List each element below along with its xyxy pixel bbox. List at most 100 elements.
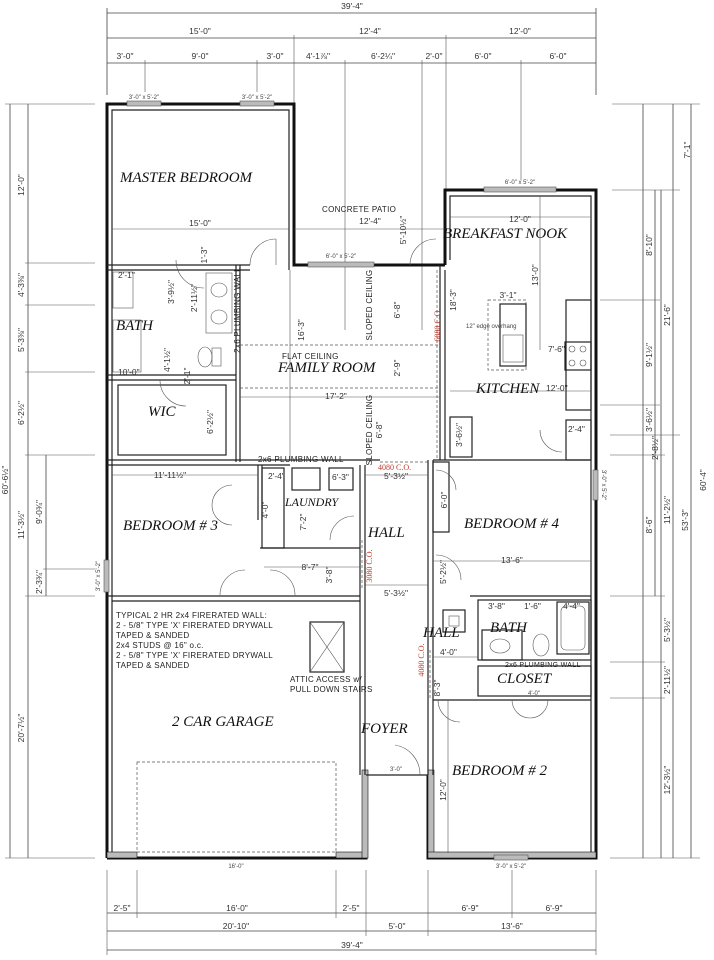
room-family-room: FAMILY ROOM (277, 360, 377, 376)
svg-text:3'-0" x 5'-2": 3'-0" x 5'-2" (129, 95, 159, 101)
svg-text:21'-6": 21'-6" (662, 304, 672, 326)
svg-text:2x4 STUDS @ 16" o.c.: 2x4 STUDS @ 16" o.c. (116, 641, 204, 650)
svg-text:17'-2": 17'-2" (325, 391, 347, 401)
svg-text:2 - 5/8" TYPE 'X' FIRERATED DR: 2 - 5/8" TYPE 'X' FIRERATED DRYWALL (116, 651, 273, 660)
svg-text:ATTIC ACCESS w/: ATTIC ACCESS w/ (290, 675, 362, 684)
svg-text:3'-8": 3'-8" (324, 567, 334, 584)
room-master-bath: BATH (116, 318, 154, 334)
room-bedroom-4: BEDROOM # 4 (464, 516, 559, 532)
svg-text:4080 C.O.: 4080 C.O. (417, 643, 426, 676)
top-dimensions: 39'-4" 15'-0" 12'-4" 12'-0" 3'-0" 9'-0" … (106, 1, 597, 330)
svg-text:6'-0": 6'-0" (550, 51, 567, 61)
svg-text:2x6 PLUMBING WALL: 2x6 PLUMBING WALL (258, 455, 344, 464)
svg-text:TAPED & SANDED: TAPED & SANDED (116, 661, 189, 670)
svg-text:3'-6½": 3'-6½" (454, 423, 464, 447)
svg-text:6'-0" x 5'-2": 6'-0" x 5'-2" (326, 254, 356, 260)
notes: CONCRETE PATIO FLAT CEILING SLOPED CEILI… (116, 205, 580, 694)
svg-text:2'-0": 2'-0" (426, 51, 443, 61)
svg-text:11'-3½": 11'-3½" (16, 511, 26, 539)
svg-text:12'-0": 12'-0" (16, 174, 26, 196)
svg-text:13'-6": 13'-6" (501, 921, 523, 931)
svg-text:53'-3": 53'-3" (680, 509, 690, 531)
svg-text:6'-2½": 6'-2½" (205, 410, 215, 434)
svg-text:3'-0": 3'-0" (390, 767, 402, 773)
svg-text:4'-4": 4'-4" (563, 601, 580, 611)
svg-text:12'-0": 12'-0" (438, 779, 448, 801)
svg-text:2'-1": 2'-1" (118, 270, 135, 280)
svg-text:18'-3": 18'-3" (448, 289, 458, 311)
svg-text:15'-0": 15'-0" (189, 26, 211, 36)
room-laundry: LAUNDRY (284, 495, 339, 509)
svg-text:4'-0": 4'-0" (440, 647, 457, 657)
svg-text:SLOPED CEILING: SLOPED CEILING (365, 395, 374, 466)
svg-text:2'-4": 2'-4" (268, 471, 285, 481)
left-dimensions: 60'-6½" 12'-0" 4'-3⅜" 5'-3⅜" 6'-2½" 11'-… (0, 103, 95, 859)
svg-text:16'-0": 16'-0" (226, 903, 248, 913)
fixtures (112, 271, 592, 853)
svg-text:6080 C.O.: 6080 C.O. (433, 308, 442, 341)
svg-text:3'-0": 3'-0" (117, 51, 134, 61)
svg-text:1'-6": 1'-6" (524, 601, 541, 611)
room-hall-2: HALL (422, 625, 460, 641)
room-bedroom-2: BEDROOM # 2 (452, 763, 547, 779)
svg-text:6'-9": 6'-9" (462, 903, 479, 913)
svg-text:11'-11½": 11'-11½" (154, 470, 186, 480)
svg-text:CONCRETE PATIO: CONCRETE PATIO (322, 205, 396, 214)
svg-text:6'-0": 6'-0" (439, 492, 449, 509)
svg-text:12'-0": 12'-0" (509, 214, 531, 224)
svg-text:5'-3½": 5'-3½" (384, 471, 408, 481)
svg-text:3'-9½": 3'-9½" (166, 280, 176, 304)
room-breakfast-nook: BREAKFAST NOOK (443, 226, 568, 242)
svg-text:3'-0" x 5'-2": 3'-0" x 5'-2" (496, 864, 526, 870)
svg-text:1'-3": 1'-3" (199, 247, 209, 264)
bottom-dimensions: 2'-5" 16'-0" 2'-5" 6'-9" 6'-9" 20'-10" 5… (106, 870, 597, 955)
svg-text:12'-3½": 12'-3½" (662, 766, 672, 795)
room-foyer: FOYER (360, 721, 408, 737)
svg-text:8'-7": 8'-7" (302, 562, 319, 572)
svg-text:7'-6": 7'-6" (548, 344, 565, 354)
svg-text:3'-0" x 5'-2": 3'-0" x 5'-2" (242, 95, 272, 101)
room-bath-2: BATH (490, 620, 528, 636)
svg-text:12'-4": 12'-4" (359, 26, 381, 36)
internal-dimension-lines (112, 196, 591, 853)
svg-text:5'-3½": 5'-3½" (384, 588, 408, 598)
svg-text:6'-3": 6'-3" (332, 472, 349, 482)
svg-text:6'-8": 6'-8" (374, 422, 384, 439)
room-garage: 2 CAR GARAGE (172, 714, 274, 730)
svg-text:13'-6": 13'-6" (501, 555, 523, 565)
room-labels: MASTER BEDROOM BREAKFAST NOOK BATH WIC F… (116, 170, 568, 779)
svg-text:TAPED & SANDED: TAPED & SANDED (116, 631, 189, 640)
svg-text:4'-1⅞": 4'-1⅞" (306, 51, 330, 61)
svg-text:3'-6½": 3'-6½" (644, 408, 654, 432)
svg-text:6'-8": 6'-8" (392, 302, 402, 319)
svg-text:2'-3¾": 2'-3¾" (34, 570, 44, 594)
svg-text:2'-9": 2'-9" (392, 360, 402, 377)
svg-text:20'-7½": 20'-7½" (16, 714, 26, 743)
svg-text:3'-0" x 5'-2": 3'-0" x 5'-2" (96, 561, 102, 591)
svg-text:6'-0": 6'-0" (475, 51, 492, 61)
svg-text:7'-1": 7'-1" (682, 142, 692, 159)
svg-text:TYPICAL 2 HR 2x4 FIRERATED WAL: TYPICAL 2 HR 2x4 FIRERATED WALL: (116, 611, 267, 620)
svg-text:3'-0" x 5'-2": 3'-0" x 5'-2" (600, 470, 606, 500)
svg-text:5'-0": 5'-0" (389, 921, 406, 931)
svg-text:16'-3": 16'-3" (296, 319, 306, 341)
svg-text:FLAT CEILING: FLAT CEILING (282, 352, 339, 361)
svg-text:2'-4": 2'-4" (568, 424, 585, 434)
svg-text:3080 C.O.: 3080 C.O. (365, 549, 374, 582)
svg-text:2'-5": 2'-5" (114, 903, 131, 913)
door-swings (159, 238, 563, 776)
room-hall: HALL (367, 525, 405, 541)
svg-text:9'-0": 9'-0" (192, 51, 209, 61)
room-dimension-text: 15'-0" 12'-4" 5'-10½" 12'-0" 13'-0" 12'-… (118, 214, 585, 870)
svg-text:2'-11½": 2'-11½" (662, 666, 672, 694)
svg-text:9'-0¾": 9'-0¾" (34, 500, 44, 524)
svg-text:5'-3⅜": 5'-3⅜" (16, 328, 26, 352)
svg-text:2'-5": 2'-5" (343, 903, 360, 913)
svg-text:20'-10": 20'-10" (223, 921, 249, 931)
svg-text:2x6 PLUMBING WALL: 2x6 PLUMBING WALL (233, 267, 242, 353)
room-kitchen: KITCHEN (475, 381, 540, 397)
svg-text:6'-0" x 5'-2": 6'-0" x 5'-2" (505, 180, 535, 186)
svg-text:12" edge overhang: 12" edge overhang (466, 324, 517, 330)
room-wic: WIC (148, 404, 176, 420)
